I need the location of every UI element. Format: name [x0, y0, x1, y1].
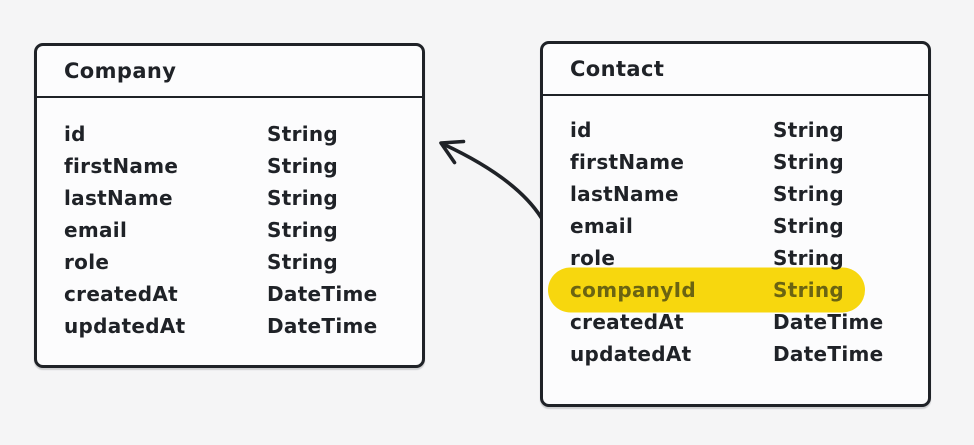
- field-name: email: [64, 218, 128, 242]
- field-row-createdAt: createdAt DateTime: [570, 306, 928, 338]
- field-row-role: role String: [570, 242, 928, 274]
- field-name: firstName: [64, 154, 179, 178]
- field-name: updatedAt: [64, 314, 186, 338]
- field-row-createdAt: createdAt DateTime: [64, 278, 422, 310]
- field-type: DateTime: [773, 310, 884, 334]
- field-row-lastName: lastName String: [64, 182, 422, 214]
- field-name: updatedAt: [570, 342, 692, 366]
- field-row-companyId: companyId String: [570, 274, 928, 306]
- field-type: String: [773, 278, 845, 302]
- field-type: String: [773, 118, 845, 142]
- relation-arrowhead-icon: [439, 139, 466, 165]
- field-name: id: [64, 122, 86, 146]
- field-type: DateTime: [773, 342, 884, 366]
- field-type: String: [267, 218, 339, 242]
- field-row-id: id String: [570, 114, 928, 146]
- field-name: lastName: [570, 182, 679, 206]
- field-row-updatedAt: updatedAt DateTime: [64, 310, 422, 342]
- field-type: DateTime: [267, 282, 378, 306]
- field-row-role: role String: [64, 246, 422, 278]
- entity-company-title: Company: [37, 46, 422, 98]
- field-row-firstName: firstName String: [570, 146, 928, 178]
- field-row-id: id String: [64, 118, 422, 150]
- field-row-firstName: firstName String: [64, 150, 422, 182]
- field-type: String: [773, 182, 845, 206]
- field-name: createdAt: [64, 282, 178, 306]
- field-name: companyId: [570, 278, 696, 302]
- field-name: role: [64, 250, 110, 274]
- entity-contact-title: Contact: [543, 44, 928, 96]
- relation-arrow-line: [441, 142, 557, 284]
- field-name: firstName: [570, 150, 685, 174]
- field-name: role: [570, 246, 616, 270]
- field-type: String: [773, 246, 845, 270]
- field-row-email: email String: [64, 214, 422, 246]
- field-name: email: [570, 214, 634, 238]
- field-name: lastName: [64, 186, 173, 210]
- field-type: String: [267, 186, 339, 210]
- field-type: DateTime: [267, 314, 378, 338]
- field-row-lastName: lastName String: [570, 178, 928, 210]
- field-type: String: [267, 250, 339, 274]
- field-name: id: [570, 118, 592, 142]
- field-row-updatedAt: updatedAt DateTime: [570, 338, 928, 370]
- field-name: createdAt: [570, 310, 684, 334]
- field-type: String: [267, 122, 339, 146]
- field-type: String: [773, 214, 845, 238]
- field-type: String: [267, 154, 339, 178]
- field-type: String: [773, 150, 845, 174]
- field-row-email: email String: [570, 210, 928, 242]
